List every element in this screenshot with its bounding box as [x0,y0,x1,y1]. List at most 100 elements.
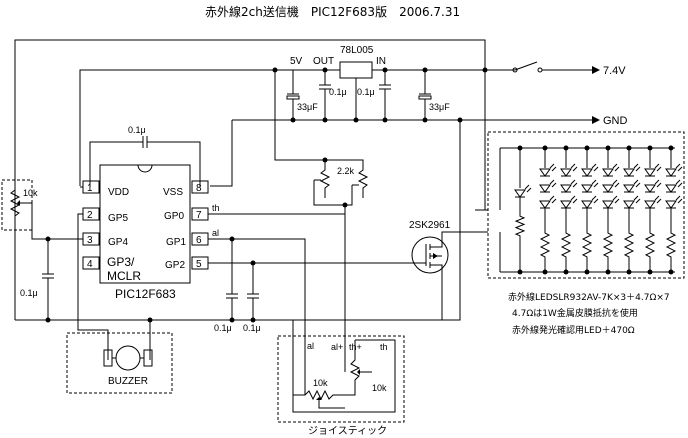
buzzer [103,345,153,371]
label-in: IN [376,56,386,67]
ir-led [560,179,578,193]
capacitor-reg-in [379,70,391,120]
power-rail-74v [14,39,600,320]
ir-led [602,195,620,209]
pin-label-vdd: VDD [108,187,129,198]
diagram-title: 赤外線2ch送信機 PIC12F683版 2006.7.31 [205,4,460,19]
pin-label-gp0: GP0 [164,211,184,222]
joystick-box [277,335,405,423]
pin-1: 1 [87,183,93,194]
cap-reg-out-label: 0.1μ [329,87,347,97]
ir-led [581,163,599,177]
cap-reg-in-label: 0.1μ [357,87,375,97]
pin-5: 5 [196,259,202,270]
capacitor-gp1 [226,239,238,323]
ir-led [560,163,578,177]
ir-led [539,195,557,209]
pic12f683-chip [82,164,209,284]
ir-resistor [644,228,656,262]
pin-8: 8 [196,183,202,194]
pin-2: 2 [87,210,93,221]
label-out: OUT [313,56,334,67]
trim-resistor-22k [274,70,369,214]
ground-label: GND [603,115,628,127]
joy-alp-label: al+ [331,342,343,352]
label-5v: 5V [290,56,303,67]
ir-led [644,163,662,177]
pin-label-vss: VSS [163,187,183,198]
ir-resistor [602,228,614,262]
potentiometer-10k-left [9,180,83,240]
pin-label-gp5: GP5 [108,213,128,224]
pin-label-mclr: MCLR [107,269,141,283]
ir-led [623,163,641,177]
ir-led [665,163,683,177]
cap-33uf-right-label: 33μF [429,102,450,112]
indicator-led [514,184,532,198]
supply-7v4-label: 7.4V [603,65,626,77]
joy-pot-al-label: 10k [313,378,328,388]
ir-resistor [665,228,677,262]
pin-4: 4 [87,259,93,270]
cap-gp2-label: 0.1μ [243,323,261,333]
cap-33uf-left-label: 33μF [297,102,318,112]
ir-resistor [560,228,572,262]
joystick-label: ジョイスティック [308,425,387,437]
joystick-pot-al [293,389,345,409]
pin-label-gp4: GP4 [108,237,128,248]
pin-6: 6 [196,235,202,246]
capacitor-decoupling-top [89,136,201,187]
joy-th-label: th [380,342,388,352]
ir-resistor [539,228,551,262]
ir-led [581,195,599,209]
ir-led [539,179,557,193]
buzzer-label: BUZZER [108,376,148,387]
ir-led [539,163,557,177]
trim-22k-label: 2.2k [337,166,355,176]
indicator-resistor [514,212,526,240]
ground-rail [15,116,600,321]
chip-name: PIC12F683 [115,287,176,301]
ir-led [665,195,683,209]
cap-gp1-label: 0.1μ [214,323,232,333]
ir-led [560,195,578,209]
joystick-pot-th [345,340,372,396]
note-line-1: 赤外線LEDSLR932AV-7K×3＋4.7Ω×7 [508,291,670,303]
capacitor-33uf-right [418,70,432,120]
note-line-3: 赤外線発光確認用LED＋470Ω [512,324,635,336]
regulator-label: 78L005 [340,45,374,56]
signal-al-label: al [212,228,219,238]
regulator-78l005 [339,61,373,79]
ir-resistor [623,228,635,262]
pin-3: 3 [87,235,93,246]
note-line-2: 4.7Ωは1W金属皮膜抵抗を使用 [512,307,638,319]
ir-led [602,163,620,177]
signal-th-label: th [212,203,220,213]
buzzer-box [66,332,173,394]
pin-label-gp2: GP2 [165,260,185,271]
ir-led [602,179,620,193]
ir-led [581,179,599,193]
pin-label-gp3: GP3/ [107,255,135,269]
cap-left-label: 0.1μ [20,288,38,298]
pin-7: 7 [196,210,202,221]
ir-led [623,195,641,209]
led-array-box [487,131,685,279]
mosfet-2sk2961 [411,231,475,320]
ir-led [644,179,662,193]
ir-led [665,179,683,193]
mosfet-label: 2SK2961 [409,220,451,231]
ir-led [644,195,662,209]
cap-top-label: 0.1μ [128,125,146,135]
joy-pot-th-label: 10k [372,383,387,393]
joy-al-label: al [307,341,314,351]
pin-label-gp1: GP1 [166,237,186,248]
capacitor-33uf-left [275,69,300,120]
capacitor-reg-out [319,70,331,120]
ir-led [623,179,641,193]
capacitor-gp2 [247,263,259,323]
ir-resistor [581,228,593,262]
pot-left-label: 10k [23,188,38,198]
capacitor-left [42,236,54,323]
